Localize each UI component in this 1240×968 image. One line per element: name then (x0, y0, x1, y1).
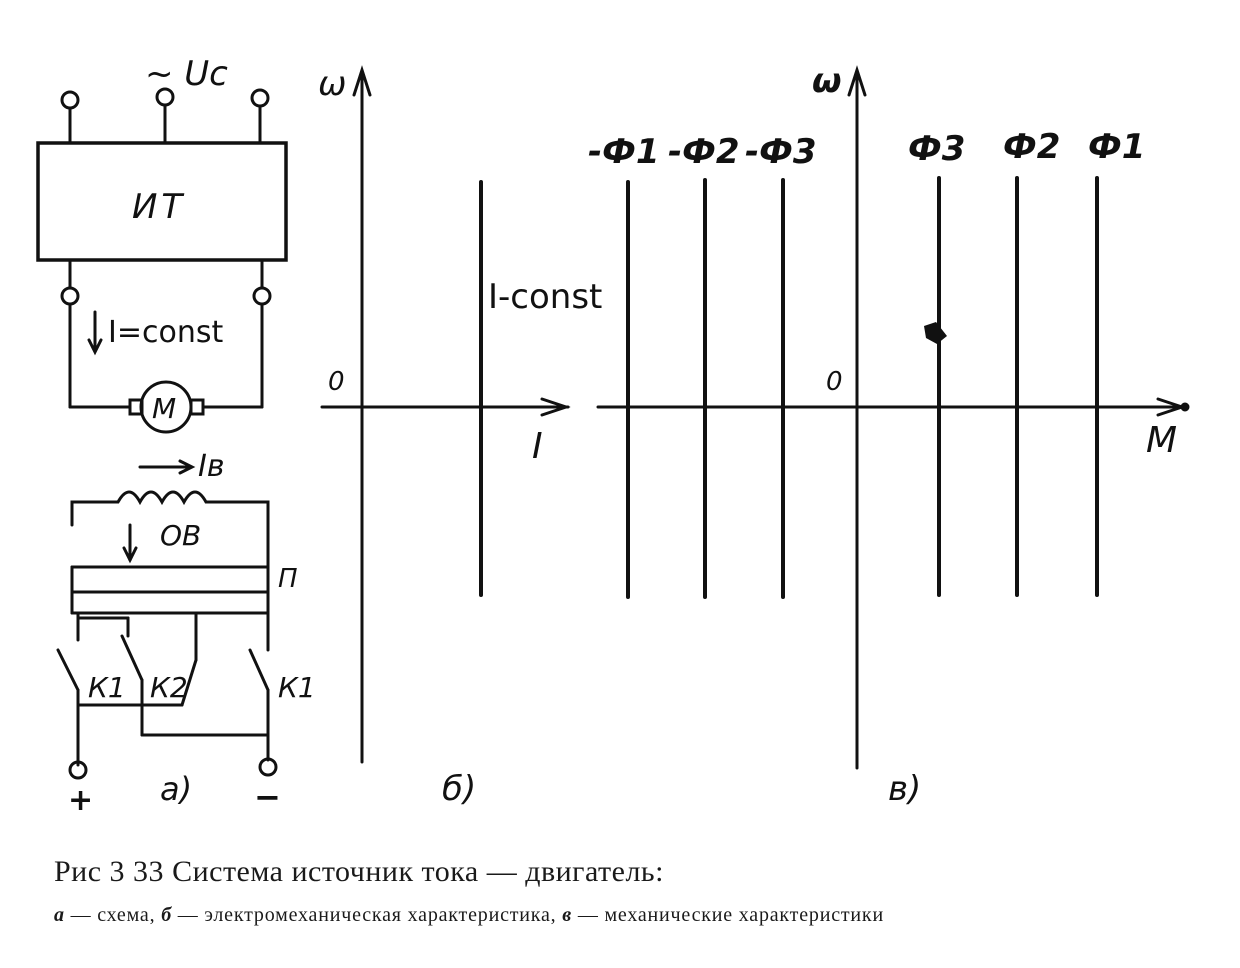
electromechanical-labels: ω 0 I I-const б) (318, 64, 602, 809)
omega-axis-c-arrow-icon (847, 65, 867, 97)
caption-heading: Система источник тока — двигатель: (172, 855, 664, 888)
supply-label: ~ Uc (145, 54, 228, 94)
caption-description: а — схема, б — электромеханическая харак… (54, 902, 1214, 928)
motor-symbol (128, 380, 205, 434)
motor-label: M (152, 392, 176, 425)
field-current-label: Iв (198, 449, 225, 484)
current-source-box (36, 141, 288, 262)
minus-terminal-label: − (254, 778, 281, 816)
contact-k1-left-label: К1 (88, 671, 126, 704)
panel-c-label: в) (888, 769, 921, 809)
caption-text-b: — электромеханическая характеристика, (171, 904, 563, 926)
figure-3-33: ~ Uc ИТ I=const M Iв ОВ П К1 К2 К1 + − а… (36, 54, 1190, 818)
caption-text-a: — схема, (64, 904, 162, 926)
origin-c-label: 0 (826, 367, 843, 397)
omega-axis-c-label: ω (812, 61, 842, 101)
characteristic-i-const-label: I-const (488, 277, 602, 317)
field-winding-label: ОВ (160, 519, 201, 552)
schematic-labels: ~ Uc ИТ I=const M Iв ОВ П К1 К2 К1 + − а… (68, 54, 316, 818)
caption-number: Рис 3 33 (54, 855, 165, 888)
current-axis-label: I (532, 426, 543, 467)
switch-label: П (278, 564, 298, 594)
caption-title: Рис 3 33 Система источник тока — двигате… (54, 855, 1214, 889)
omega-axis-b-arrow-icon (352, 65, 372, 97)
minus-phi1-label: -Ф1 (588, 132, 660, 172)
current-source-label: ИТ (132, 187, 186, 227)
switch-bars (70, 565, 270, 662)
current-arrow (87, 310, 103, 356)
output-terminals (60, 258, 272, 409)
plus-terminal-label: + (68, 783, 93, 818)
phi2-label: Ф2 (1003, 127, 1060, 167)
torque-axis-label: M (1146, 420, 1177, 461)
phi1-label: Ф1 (1088, 127, 1145, 167)
contact-k1-right-label: К1 (278, 671, 316, 704)
minus-phi2-label: -Ф2 (668, 132, 740, 172)
supply-terminals (60, 87, 270, 145)
caption-text-c: — механические характеристики (572, 904, 884, 926)
plus-terminal-icon (68, 760, 88, 780)
electromechanical-panel (320, 65, 571, 764)
field-current-arrow (138, 459, 196, 475)
caption-key-a: а (54, 904, 65, 926)
origin-b-label: 0 (328, 367, 345, 397)
panel-b-label: б) (442, 769, 476, 809)
contact-k2-label: К2 (150, 671, 188, 704)
field-winding-coil (70, 490, 270, 615)
schematic-panel (36, 87, 288, 780)
load-current-label: I=const (108, 315, 223, 350)
omega-axis-b-label: ω (318, 64, 346, 104)
mechanical-labels: ω 0 M -Ф1 -Ф2 -Ф3 Ф3 Ф2 Ф1 в) (588, 61, 1177, 809)
caption-key-c: в (562, 904, 573, 926)
contacts (56, 634, 270, 767)
caption-key-b: б (161, 904, 172, 926)
mechanical-panel (596, 65, 1190, 770)
current-axis-arrow-icon (540, 397, 571, 417)
panel-a-label: а) (160, 770, 192, 808)
minus-terminal-icon (258, 757, 278, 777)
minus-phi3-label: -Ф3 (745, 132, 817, 172)
phi3-label: Ф3 (908, 129, 965, 169)
rheostat-slider (122, 523, 138, 564)
operating-point-mark (924, 322, 947, 344)
